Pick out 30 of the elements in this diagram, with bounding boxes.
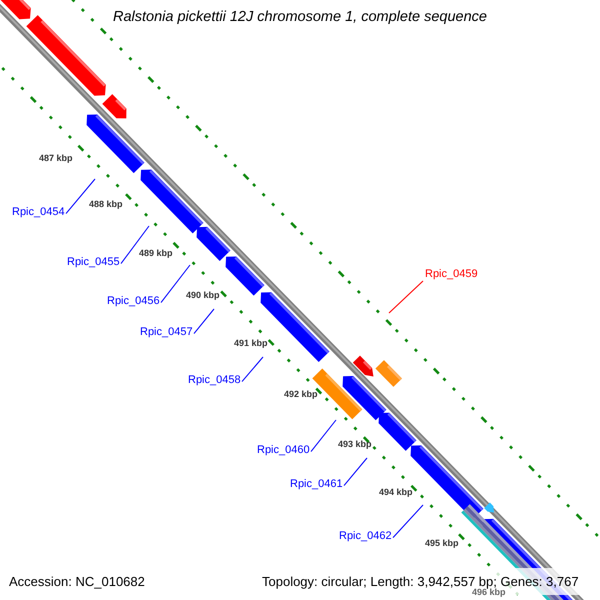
- gene-label: Rpic_0462: [339, 531, 392, 542]
- scale-label: 487 kbp: [39, 154, 73, 163]
- scale-label: 490 kbp: [186, 291, 220, 300]
- leader-line: [66, 178, 96, 214]
- chart-title: Ralstonia pickettii 12J chromosome 1, complete sequence: [112, 10, 488, 24]
- gene-label: Rpic_0457: [140, 327, 193, 338]
- scale-label: 496 kbp: [472, 588, 506, 597]
- scale-label: 488 kbp: [89, 200, 123, 209]
- gene-label: Rpic_0455: [67, 257, 120, 268]
- gene-label: Rpic_0458: [188, 375, 241, 386]
- leader-line: [160, 264, 190, 304]
- scale-label: 491 kbp: [234, 339, 268, 348]
- scale-label: 495 kbp: [425, 539, 459, 548]
- scale-label: 493 kbp: [338, 440, 372, 449]
- accession-text: Accession: NC_010682: [9, 575, 145, 588]
- leader-line: [344, 458, 368, 486]
- leader-line: [120, 226, 150, 264]
- leader-line: [392, 504, 424, 538]
- gene-label: Rpic_0460: [257, 445, 310, 456]
- leader-line: [388, 280, 424, 314]
- leader-line: [310, 420, 336, 452]
- scale-label: 492 kbp: [284, 390, 318, 399]
- gene-label: Rpic_0454: [12, 207, 65, 218]
- gene-label: Rpic_0461: [290, 479, 343, 490]
- gene-label: Rpic_0456: [107, 296, 160, 307]
- scale-label: 489 kbp: [139, 249, 173, 258]
- scale-label: 494 kbp: [379, 488, 413, 497]
- leader-line: [194, 308, 214, 334]
- gene-label: Rpic_0459: [425, 269, 478, 280]
- leader-line: [242, 356, 264, 382]
